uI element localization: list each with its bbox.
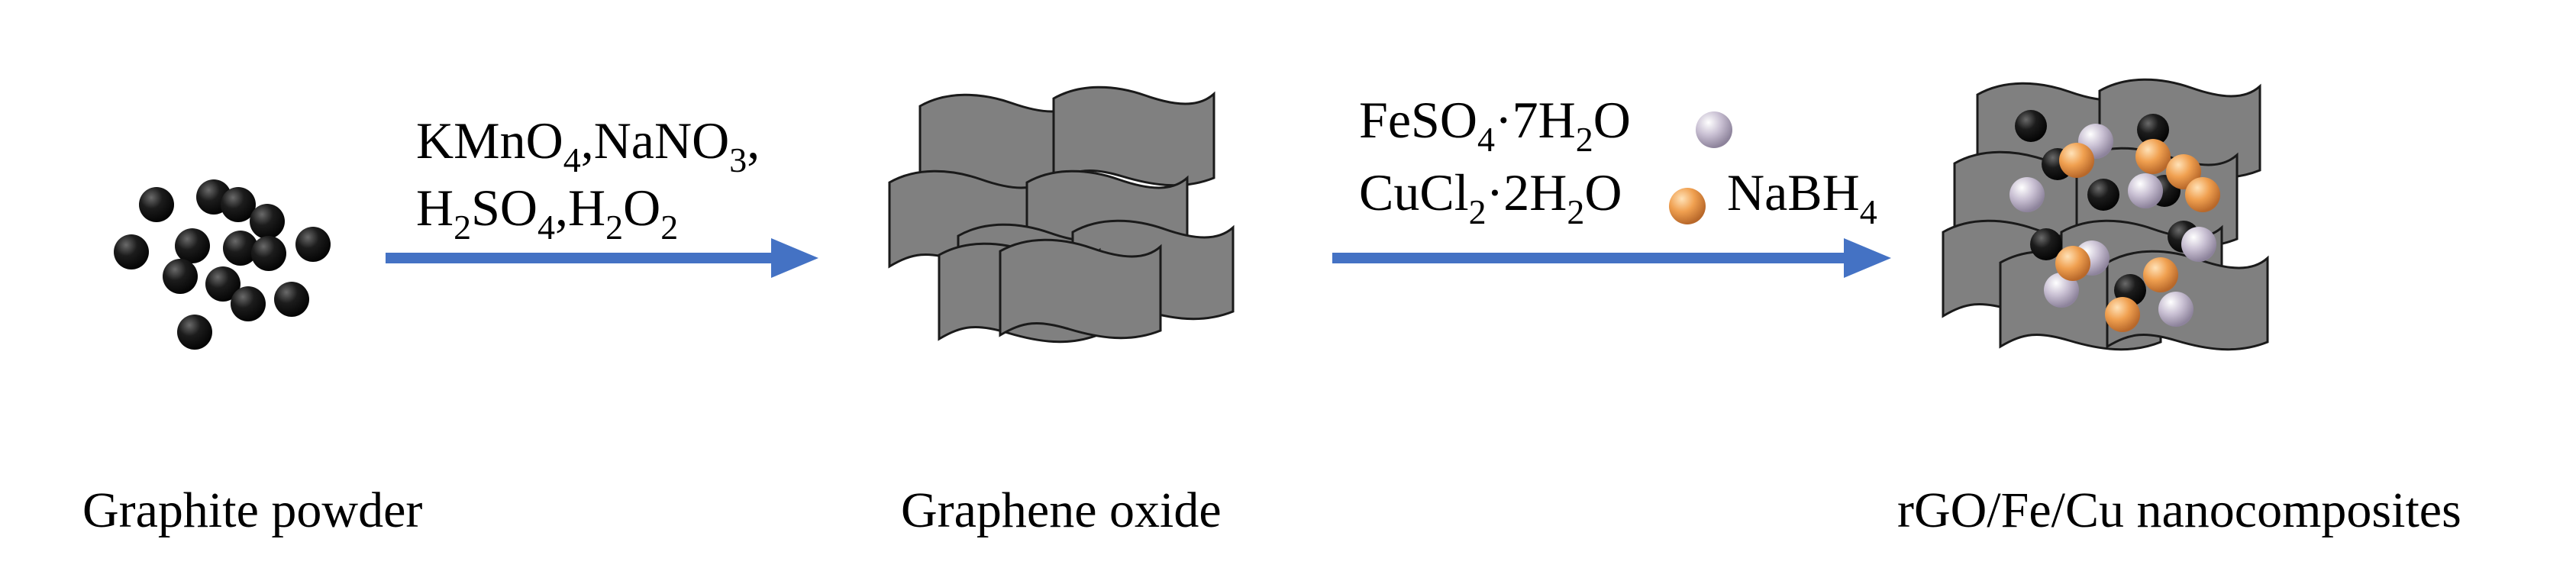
step2-fe-precursor: FeSO4·7H2O — [1359, 91, 1631, 159]
cu-particle — [2059, 143, 2094, 178]
graphite-particle — [221, 187, 256, 222]
graphite-particle — [205, 266, 240, 302]
caption-nanocomposites: rGO/Fe/Cu nanocomposites — [1897, 482, 2461, 538]
cu-particle — [2185, 177, 2220, 212]
fe-particle — [2009, 177, 2045, 212]
graphite-particle — [163, 259, 198, 294]
graphite-particle — [2087, 179, 2119, 211]
step1-reagents-line1: KMnO4,NaNO3, — [416, 111, 760, 179]
graphite-particle — [295, 227, 331, 262]
fe-particle — [2158, 292, 2193, 327]
graphite-particle — [223, 231, 258, 266]
graphite-particle — [177, 315, 212, 350]
graphite-particle — [2015, 110, 2047, 142]
graphite-particle — [2137, 114, 2169, 146]
cu-particle — [2135, 139, 2171, 174]
graphene-oxide-sheets — [888, 86, 1235, 344]
reaction-arrow-1 — [386, 238, 818, 278]
cu-particle — [2105, 297, 2140, 332]
cu-particle — [2055, 246, 2090, 281]
graphite-particle — [250, 204, 285, 239]
graphite-particle — [231, 286, 266, 321]
graphite-particle — [175, 228, 210, 263]
graphite-particle — [274, 282, 309, 317]
graphite-particle — [114, 234, 149, 269]
graphite-particle — [2030, 228, 2062, 260]
cu-particle-icon — [1669, 188, 1706, 224]
nanocomposite-particles — [2009, 110, 2220, 332]
step2-cu-precursor: CuCl2·2H2O — [1359, 163, 1622, 231]
graphite-particle — [139, 187, 174, 222]
caption-graphene-oxide: Graphene oxide — [901, 482, 1222, 538]
step2-reductant: NaBH4 — [1727, 163, 1877, 231]
fe-particle — [2181, 227, 2216, 262]
nanocomposite-sheets — [1942, 78, 2269, 351]
graphite-particles — [114, 179, 331, 350]
step1-reagents-line2: H2SO4,H2O2 — [416, 179, 678, 247]
reaction-arrow-2 — [1332, 238, 1891, 278]
caption-graphite-powder: Graphite powder — [82, 482, 422, 538]
fe-particle-icon — [1696, 111, 1732, 148]
fe-particle — [2044, 273, 2079, 308]
graphite-particle — [251, 236, 286, 271]
cu-particle — [2143, 257, 2178, 292]
fe-particle — [2128, 173, 2163, 208]
